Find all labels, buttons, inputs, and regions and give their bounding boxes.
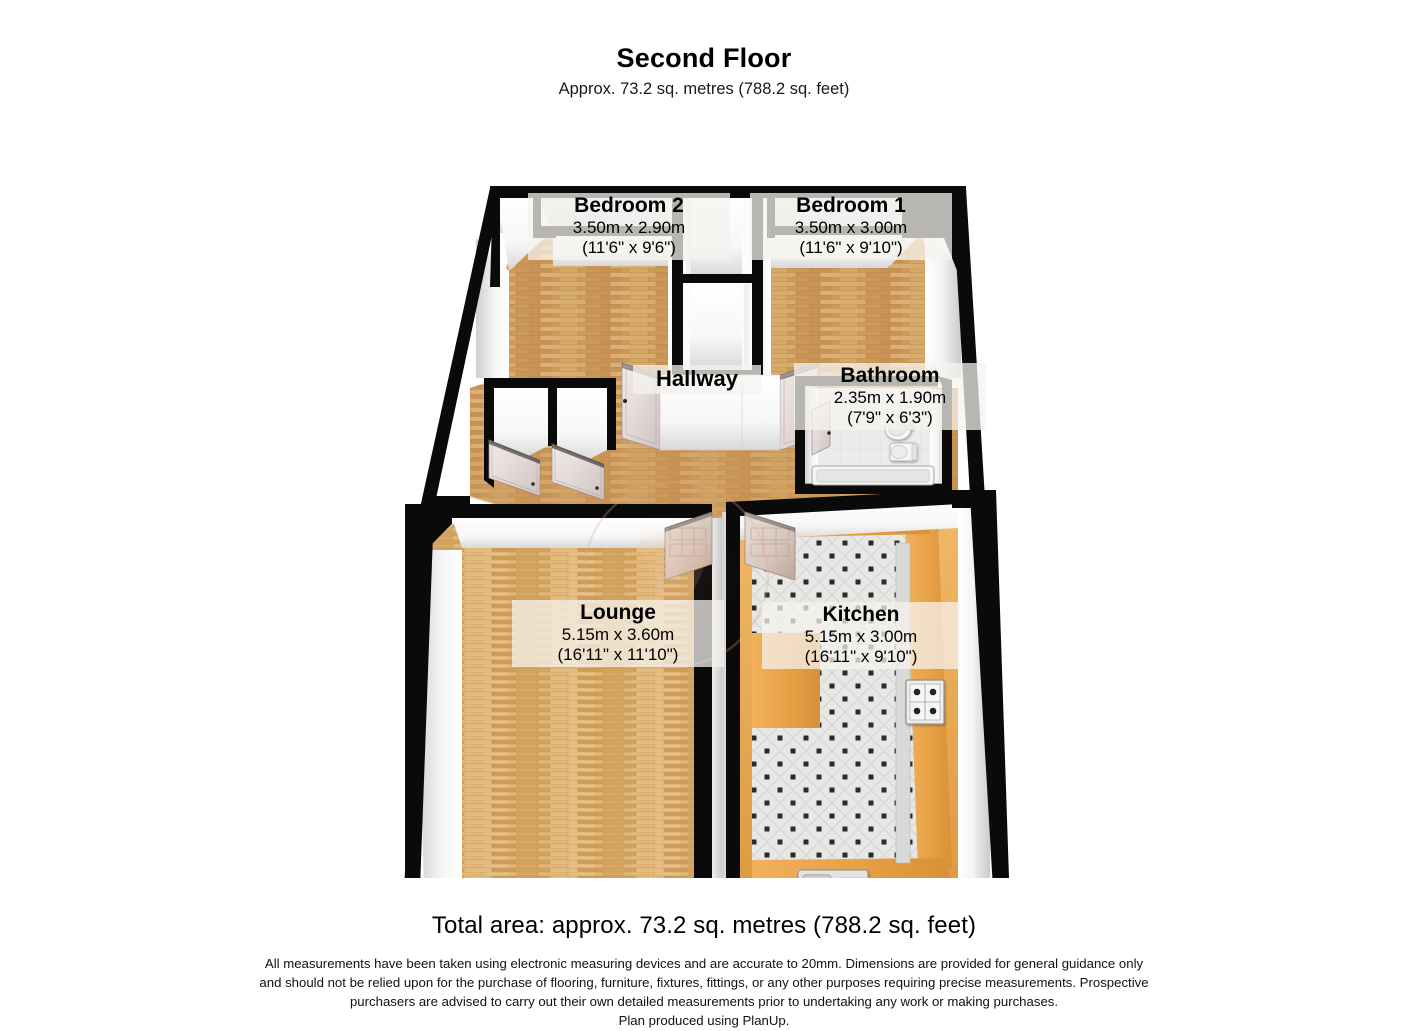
bathroom-bath (811, 465, 935, 486)
disclaimer-line-2: and should not be relied upon for the pu… (259, 975, 1149, 991)
total-area-text: Total area: approx. 73.2 sq. metres (788… (431, 912, 977, 939)
door-bedroom-1-jamb (741, 374, 781, 451)
disclaimer-block: All measurements have been taken using e… (244, 954, 1164, 1031)
door-bedroom-2-handle[interactable] (623, 399, 627, 403)
room-bathroom[interactable] (795, 376, 952, 494)
door-cupboard-1-shadow (489, 440, 540, 464)
disclaimer-line-1: All measurements have been taken using e… (264, 956, 1144, 971)
kitchen-counter-left (752, 633, 820, 728)
shaft-lower-face (690, 284, 742, 370)
door-bathroom[interactable] (811, 400, 831, 456)
shaft-wall-mid (672, 274, 763, 283)
shaft-upper-face (690, 192, 742, 278)
kitchen-hob (905, 679, 945, 725)
plan-footer: Total area: approx. 73.2 sq. metres (788… (0, 912, 1408, 1031)
bedroom-doors[interactable] (621, 362, 819, 451)
cupboard-wall-divider (548, 378, 557, 446)
floor-approx-area: Approx. 73.2 sq. metres (788.2 sq. feet) (558, 79, 850, 98)
floor-title: Second Floor (616, 43, 792, 73)
floorplan-stage: Bedroom 2 3.50m x 2.90m (11'6" x 9'6") B… (0, 88, 1408, 878)
bedroom-2-wall-west (476, 238, 509, 378)
bathroom-wc (889, 442, 918, 462)
cupboard-2-interior (557, 388, 607, 464)
floorplan-svg (404, 186, 1009, 878)
room-bedroom-1[interactable] (749, 188, 970, 378)
door-kitchen-panels (750, 527, 790, 557)
shaft-panel-b (744, 284, 749, 368)
door-bathroom-handle[interactable] (827, 431, 831, 435)
door-cupboard-2-shadow (552, 444, 604, 468)
kitchen-sink (797, 869, 869, 878)
door-cupboard-1-handle[interactable] (531, 482, 535, 486)
central-shaft (672, 188, 763, 380)
storage-cupboards[interactable] (484, 378, 616, 501)
door-kitchen[interactable] (744, 511, 796, 581)
disclaimer-line-3: purchasers are advised to carry out thei… (349, 994, 1059, 1010)
cupboard-1-interior (494, 388, 548, 460)
room-bedroom-2[interactable] (476, 188, 690, 378)
bedroom-1-window-frame-b (767, 226, 923, 235)
lounge-wall-outline-n (405, 504, 700, 558)
door-kitchen-shadow (745, 512, 795, 532)
disclaimer-line-4: Plan produced using PlanUp. (618, 1013, 790, 1029)
cupboard-wall-right (607, 378, 616, 450)
bathroom-wall-outline-s (795, 484, 952, 494)
door-cupboard-2-handle[interactable] (595, 486, 599, 490)
shaft-panel-a (686, 198, 691, 274)
bedroom-2-window-frame-b (533, 226, 672, 236)
bedroom-1-wall-east (925, 233, 961, 378)
door-bedroom-2-jamb (659, 374, 743, 451)
exterior-wall-jog (434, 496, 470, 510)
plan-header: Second Floor Approx. 73.2 sq. metres (78… (0, 43, 1408, 99)
